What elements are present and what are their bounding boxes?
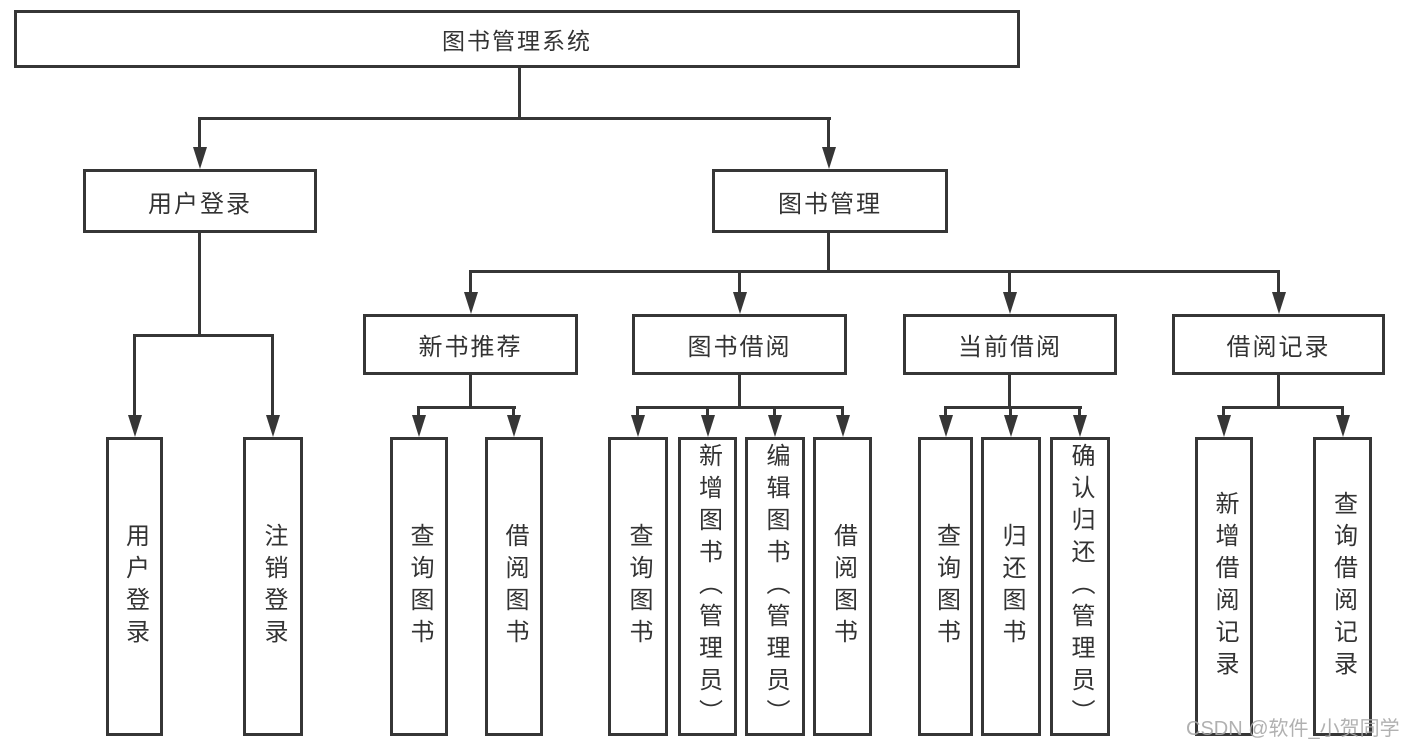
arrowhead-icon <box>700 407 715 437</box>
leaf-query-books-borrowing: 查询图书 <box>608 437 668 736</box>
arrowhead-icon <box>1002 271 1017 314</box>
connector-user-login-hline <box>133 334 274 337</box>
arrowhead-icon <box>192 118 207 169</box>
arrowhead-icon <box>1271 271 1286 314</box>
arrowhead-icon <box>1072 407 1087 437</box>
node-book-management: 图书管理 <box>712 169 948 233</box>
leaf-logout-label: 注销登录 <box>260 522 287 651</box>
arrowhead-icon <box>732 271 747 314</box>
arrowhead-icon <box>463 271 478 314</box>
leaf-query-borrow-record: 查询借阅记录 <box>1313 437 1372 736</box>
arrowhead-icon <box>265 335 280 437</box>
connector-book-management-hline <box>469 270 1280 273</box>
connector-records-stem <box>1277 375 1280 408</box>
leaf-query-books-recommend-label: 查询图书 <box>406 522 433 651</box>
connector-borrowing-stem <box>738 375 741 408</box>
connector-book-management-stem <box>827 233 830 273</box>
leaf-borrow-books-label: 借阅图书 <box>829 522 857 651</box>
connector-current-hline <box>944 406 1082 409</box>
leaf-confirm-return-admin: 确认归还（管理员） <box>1050 437 1110 736</box>
leaf-add-borrow-record: 新增借阅记录 <box>1195 437 1253 736</box>
arrowhead-icon <box>835 407 850 437</box>
leaf-add-book-admin: 新增图书（管理员） <box>678 437 737 736</box>
leaf-query-books-current-label: 查询图书 <box>932 522 960 651</box>
leaf-query-books-recommend: 查询图书 <box>390 437 448 736</box>
arrowhead-icon <box>767 407 782 437</box>
arrowhead-icon <box>127 335 142 437</box>
leaf-user-login: 用户登录 <box>106 437 163 736</box>
arrowhead-icon <box>938 407 953 437</box>
node-library-management-system-label: 图书管理系统 <box>442 28 592 54</box>
leaf-edit-book-admin: 编辑图书（管理员） <box>745 437 805 736</box>
node-borrowing-records-label: 借阅记录 <box>1226 334 1331 361</box>
leaf-edit-book-admin-label: 编辑图书（管理员） <box>762 442 789 731</box>
watermark-text: CSDN @软件_小贺同学 <box>1186 718 1400 740</box>
arrowhead-icon <box>506 407 521 437</box>
leaf-query-books-current: 查询图书 <box>918 437 973 736</box>
connector-recommendation-stem <box>469 375 472 408</box>
connector-root-stem <box>518 68 521 120</box>
arrowhead-icon <box>411 407 426 437</box>
node-user-login: 用户登录 <box>83 169 317 233</box>
leaf-borrow-books-recommend-label: 借阅图书 <box>501 522 528 651</box>
leaf-logout: 注销登录 <box>243 437 303 736</box>
node-new-book-recommendation-label: 新书推荐 <box>418 334 523 361</box>
leaf-user-login-label: 用户登录 <box>121 522 149 651</box>
arrowhead-icon <box>1003 407 1018 437</box>
node-borrowing-records: 借阅记录 <box>1172 314 1385 375</box>
leaf-add-borrow-record-label: 新增借阅记录 <box>1211 490 1238 683</box>
leaf-borrow-books: 借阅图书 <box>813 437 872 736</box>
connector-recommendation-hline <box>417 406 516 409</box>
arrowhead-icon <box>1335 407 1350 437</box>
leaf-confirm-return-admin-label: 确认归还（管理员） <box>1067 442 1094 731</box>
leaf-return-books: 归还图书 <box>981 437 1041 736</box>
node-library-management-system: 图书管理系统 <box>14 10 1020 68</box>
node-book-borrowing: 图书借阅 <box>632 314 847 375</box>
node-book-borrowing-label: 图书借阅 <box>687 334 792 361</box>
node-new-book-recommendation: 新书推荐 <box>363 314 578 375</box>
leaf-borrow-books-recommend: 借阅图书 <box>485 437 543 736</box>
leaf-query-books-borrowing-label: 查询图书 <box>625 522 652 651</box>
leaf-add-book-admin-label: 新增图书（管理员） <box>694 442 722 731</box>
connector-current-stem <box>1008 375 1011 408</box>
connector-root-hline <box>198 117 831 120</box>
arrowhead-icon <box>821 118 836 169</box>
arrowhead-icon <box>630 407 645 437</box>
leaf-query-borrow-record-label: 查询借阅记录 <box>1329 490 1357 683</box>
leaf-return-books-label: 归还图书 <box>998 522 1025 651</box>
connector-records-hline <box>1222 406 1344 409</box>
node-book-management-label: 图书管理 <box>778 190 882 218</box>
node-user-login-label: 用户登录 <box>148 190 252 218</box>
arrowhead-icon <box>1216 407 1231 437</box>
connector-user-login-stem <box>198 233 201 336</box>
connector-borrowing-hline <box>636 406 844 409</box>
node-current-borrowing-label: 当前借阅 <box>958 334 1062 361</box>
node-current-borrowing: 当前借阅 <box>903 314 1117 375</box>
